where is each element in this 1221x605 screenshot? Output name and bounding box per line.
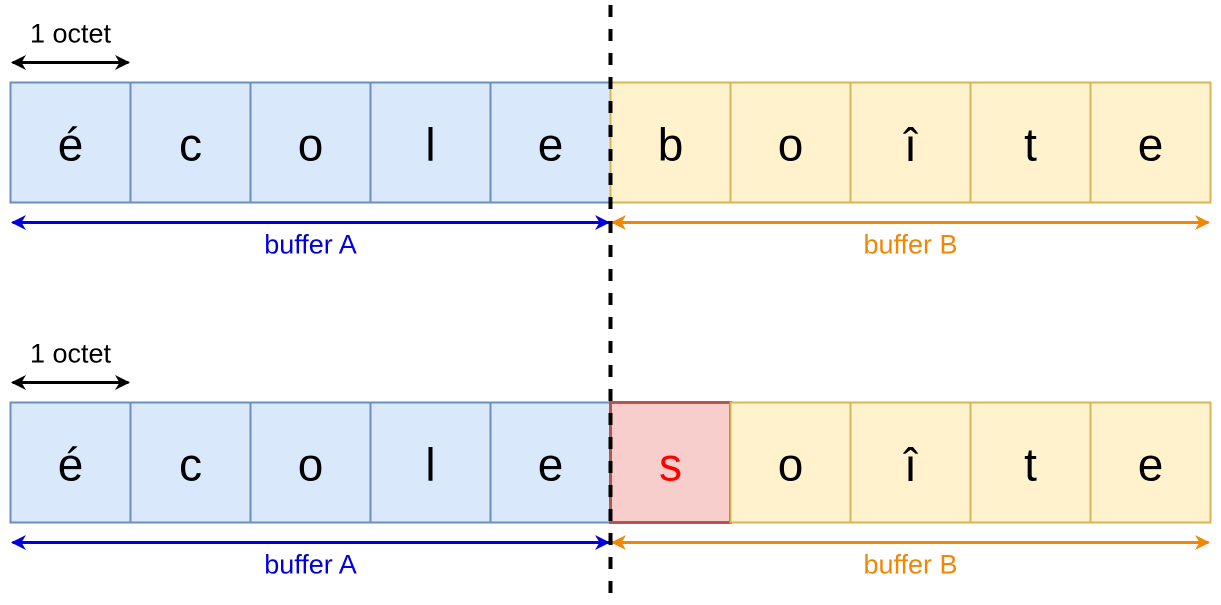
- byte-char: o: [778, 439, 804, 491]
- buffer-a-cell: [9, 81, 132, 204]
- byte-char: é: [58, 439, 84, 491]
- buffer-a-cell: [369, 81, 492, 204]
- buffer-b-cell: [1089, 81, 1212, 204]
- overflow-byte-char: s: [659, 439, 682, 491]
- buffer-b-label: buffer B: [863, 230, 957, 260]
- buffer-b-cell: [849, 81, 972, 204]
- byte-char: î: [902, 439, 918, 491]
- buffer-a-cell: [249, 81, 372, 204]
- buffer-a-cell: [489, 401, 612, 524]
- byte-char: l: [425, 119, 435, 171]
- byte-char: t: [1024, 119, 1037, 171]
- buffer-b-cell: [849, 401, 972, 524]
- panel-1: 1 octet é c o l e b o î t e buffer A buffer B: [9, 19, 1212, 260]
- octet-label: 1 octet: [30, 19, 112, 49]
- byte-char: c: [179, 439, 202, 491]
- byte-char: o: [778, 119, 804, 171]
- buffer-a-cell: [9, 401, 132, 524]
- byte-char: c: [179, 119, 202, 171]
- byte-char: e: [538, 439, 564, 491]
- buffer-a-label: buffer A: [264, 550, 357, 580]
- panel-2: 1 octet é c o l e s o î t e buffer A buffer B: [9, 339, 1212, 580]
- byte-char: o: [298, 439, 324, 491]
- byte-char: î: [902, 119, 918, 171]
- byte-char: l: [425, 439, 435, 491]
- byte-char: e: [538, 119, 564, 171]
- byte-char: e: [1138, 119, 1164, 171]
- buffer-b-cell: [969, 401, 1092, 524]
- buffer-a-label: buffer A: [264, 230, 357, 260]
- buffer-a-cell: [249, 401, 372, 524]
- byte-char: o: [298, 119, 324, 171]
- buffer-b-cell: [609, 81, 732, 204]
- buffer-a-cell: [129, 81, 252, 204]
- byte-char: t: [1024, 439, 1037, 491]
- byte-char: e: [1138, 439, 1164, 491]
- buffer-b-cell: [1089, 401, 1212, 524]
- byte-char: é: [58, 119, 84, 171]
- buffer-b-cell: [729, 401, 852, 524]
- buffer-a-cell: [369, 401, 492, 524]
- octet-label: 1 octet: [30, 339, 112, 369]
- buffer-b-label: buffer B: [863, 550, 957, 580]
- byte-char: b: [658, 119, 684, 171]
- buffer-b-cell: [969, 81, 1092, 204]
- buffer-a-cell: [489, 81, 612, 204]
- overflow-byte-cell: [609, 401, 732, 524]
